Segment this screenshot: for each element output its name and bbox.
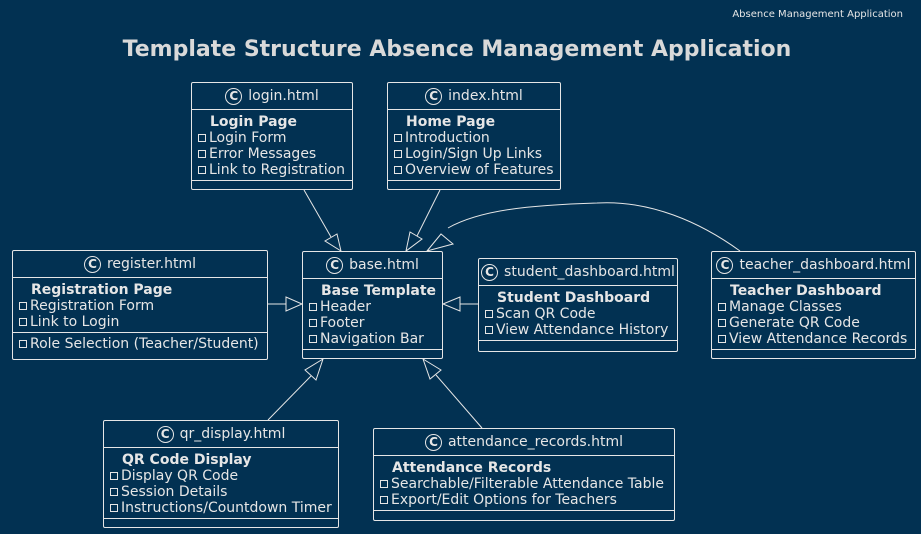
- class-icon: C: [156, 425, 174, 443]
- member-item: Overview of Features: [394, 162, 554, 178]
- member-item: Instructions/Countdown Timer: [110, 500, 332, 516]
- private-member-icon: [198, 134, 206, 142]
- class-icon: C: [326, 256, 344, 274]
- member-item: Manage Classes: [718, 299, 909, 315]
- arrowhead-index-base: [405, 231, 423, 253]
- class-stereotype: Teacher Dashboard: [730, 283, 882, 299]
- class-name: attendance_records.html: [447, 434, 624, 450]
- member-item: Display QR Code: [110, 468, 332, 484]
- member-item: Scan QR Code: [485, 306, 671, 322]
- class-icon: C: [424, 433, 442, 451]
- private-member-icon: [110, 488, 118, 496]
- diagram-title: Template Structure Absence Management Ap…: [122, 37, 792, 62]
- arrowhead-login-base: [324, 233, 342, 253]
- member-item: Registration Form: [19, 298, 261, 314]
- member-item: Login Form: [198, 130, 346, 146]
- member-item: View Attendance Records: [718, 331, 909, 347]
- class-stereotype: Base Template: [321, 283, 437, 299]
- class-stereotype: Login Page: [210, 114, 298, 130]
- class-name: base.html: [349, 257, 419, 273]
- private-member-icon: [19, 302, 27, 310]
- private-member-icon: [198, 166, 206, 174]
- class-icon: C: [425, 87, 443, 105]
- edge-attendance-base: [435, 374, 483, 429]
- private-member-icon: [718, 303, 726, 311]
- edge-teacher-base: [447, 202, 741, 252]
- class-name: student_dashboard.html: [504, 264, 675, 280]
- member-item: Export/Edit Options for Teachers: [380, 492, 668, 508]
- private-member-icon: [380, 496, 388, 504]
- member-item: Role Selection (Teacher/Student): [19, 336, 261, 352]
- arrowhead-teacher-base: [425, 233, 455, 252]
- class-stereotype: Student Dashboard: [497, 290, 651, 306]
- class-name: register.html: [106, 256, 197, 272]
- class-icon: C: [481, 263, 499, 281]
- member-item: Searchable/Filterable Attendance Table: [380, 476, 668, 492]
- class-stereotype: Home Page: [406, 114, 496, 130]
- member-item: Generate QR Code: [718, 315, 909, 331]
- class-icon: C: [716, 256, 734, 274]
- private-member-icon: [309, 335, 317, 343]
- private-member-icon: [380, 480, 388, 488]
- private-member-icon: [485, 326, 493, 334]
- arrowhead-student-base: [441, 296, 461, 312]
- edge-qr-base: [267, 375, 312, 421]
- private-member-icon: [198, 150, 206, 158]
- member-item: Link to Login: [19, 314, 261, 330]
- arrowhead-register-base: [285, 296, 304, 312]
- edge-login-base: [303, 189, 332, 238]
- member-item: Error Messages: [198, 146, 346, 162]
- private-member-icon: [309, 319, 317, 327]
- member-item: View Attendance History: [485, 322, 671, 338]
- class-name: qr_display.html: [179, 426, 286, 442]
- private-member-icon: [718, 335, 726, 343]
- private-member-icon: [19, 340, 27, 348]
- private-member-icon: [394, 150, 402, 158]
- member-item: Login/Sign Up Links: [394, 146, 554, 162]
- member-item: Link to Registration: [198, 162, 346, 178]
- class-stereotype: QR Code Display: [122, 452, 252, 468]
- class-stereotype: Registration Page: [31, 282, 173, 298]
- member-item: Session Details: [110, 484, 332, 500]
- private-member-icon: [309, 303, 317, 311]
- private-member-icon: [110, 472, 118, 480]
- class-icon: C: [225, 87, 243, 105]
- arrowhead-qr-base: [304, 357, 324, 381]
- private-member-icon: [19, 318, 27, 326]
- member-item: Header: [309, 299, 436, 315]
- class-name: teacher_dashboard.html: [739, 257, 911, 273]
- header-note: Absence Management Application: [732, 9, 903, 20]
- class-icon: C: [83, 255, 101, 273]
- arrowhead-attendance-base: [422, 357, 442, 380]
- private-member-icon: [485, 310, 493, 318]
- private-member-icon: [394, 166, 402, 174]
- class-name: index.html: [448, 88, 523, 104]
- private-member-icon: [394, 134, 402, 142]
- member-item: Footer: [309, 315, 436, 331]
- private-member-icon: [110, 504, 118, 512]
- member-item: Navigation Bar: [309, 331, 436, 347]
- member-item: Introduction: [394, 130, 554, 146]
- class-stereotype: Attendance Records: [392, 460, 552, 476]
- edge-index-base: [416, 189, 441, 237]
- class-name: login.html: [248, 88, 319, 104]
- private-member-icon: [718, 319, 726, 327]
